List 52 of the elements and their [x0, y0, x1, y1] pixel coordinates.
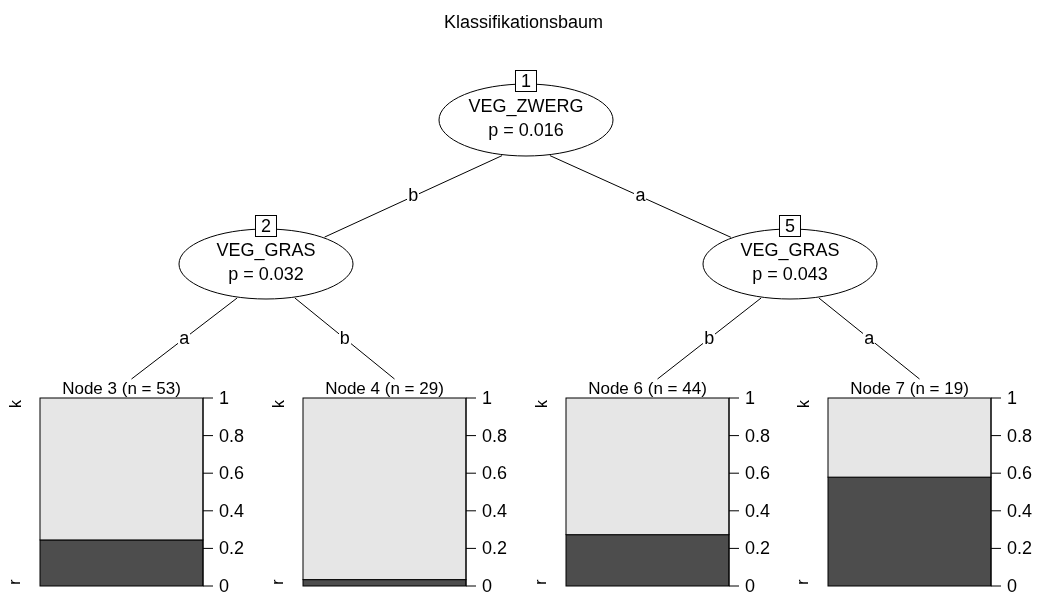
tick-label: 0.6	[219, 463, 245, 484]
tick-label: 0.2	[482, 538, 508, 559]
connector-line	[294, 297, 395, 380]
tick-label: 0	[219, 576, 229, 594]
tick-label: 0	[745, 576, 755, 594]
p-value: p = 0.032	[227, 264, 305, 284]
tick-label: 0.4	[745, 500, 771, 521]
connector-line	[549, 155, 732, 238]
class-label: k	[794, 400, 813, 408]
class-label: r	[792, 579, 812, 585]
tick-label: 0.2	[219, 538, 245, 559]
split-variable: VEG_GRAS	[215, 240, 317, 260]
node-id-box: 1	[515, 70, 537, 92]
split-variable: VEG_GRAS	[739, 240, 841, 260]
tick-label: 1	[482, 388, 492, 408]
connector-line	[657, 297, 762, 380]
node-id-box: 5	[779, 215, 801, 237]
tick-label: 0.6	[745, 463, 771, 484]
split-variable: VEG_ZWERG	[467, 96, 585, 116]
chart-title: Klassifikationsbaum	[442, 12, 605, 32]
tick-label: 0.6	[1007, 463, 1033, 484]
tick-label: 0.8	[219, 425, 245, 446]
class-label: k	[532, 400, 551, 408]
class-label: k	[6, 400, 25, 408]
node-id-box: 2	[255, 215, 277, 237]
p-value: p = 0.043	[751, 264, 829, 284]
tick-label: 0.4	[1007, 500, 1033, 521]
tick-label: 0.8	[745, 425, 771, 446]
tick-label: 0	[482, 576, 492, 594]
panel-title: Node 6 (n = 44)	[587, 379, 708, 399]
panel-title: Node 4 (n = 29)	[324, 379, 445, 399]
class-label: r	[4, 579, 24, 585]
class-label: r	[267, 579, 287, 585]
connector-line	[131, 297, 238, 380]
connector-line	[818, 297, 920, 380]
tick-label: 0.2	[1007, 538, 1033, 559]
tick-label: 0.4	[482, 500, 508, 521]
connector-line	[324, 155, 503, 238]
tick-label: 0.8	[482, 425, 508, 446]
tick-label: 1	[1007, 388, 1017, 408]
tick-label: 0	[1007, 576, 1017, 594]
p-value: p = 0.016	[487, 120, 565, 140]
panel-title: Node 3 (n = 53)	[61, 379, 182, 399]
panel-title: Node 7 (n = 19)	[849, 379, 970, 399]
tick-label: 0.2	[745, 538, 771, 559]
tick-label: 1	[745, 388, 755, 408]
tick-label: 0.8	[1007, 425, 1033, 446]
tick-label: 0.6	[482, 463, 508, 484]
tick-label: 0.4	[219, 500, 245, 521]
tick-label: 1	[219, 388, 229, 408]
class-label: k	[269, 400, 288, 408]
class-label: r	[530, 579, 550, 585]
